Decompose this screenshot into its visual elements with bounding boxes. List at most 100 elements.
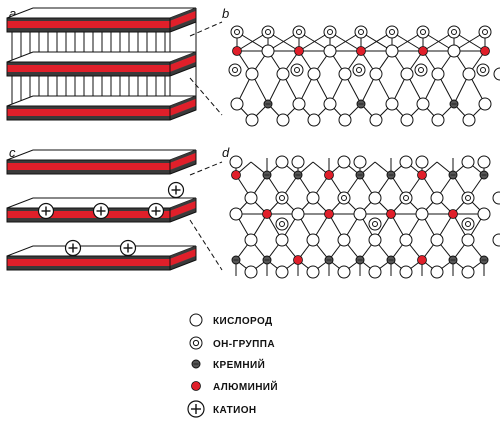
oh-group-atom bbox=[228, 63, 242, 77]
legend: КИСЛОРОД ОН-ГРУППА КРЕМНИЙ АЛЮМИНИЙ bbox=[187, 313, 278, 418]
oh-group-atom bbox=[290, 63, 304, 77]
oxygen-atom bbox=[291, 155, 305, 169]
oxygen-atom bbox=[430, 233, 444, 247]
cation-icon bbox=[147, 202, 165, 220]
oh-group-atom bbox=[292, 25, 306, 39]
oxygen-atom bbox=[431, 67, 445, 81]
oxygen-atom bbox=[306, 265, 320, 279]
legend-item-silicon: КРЕМНИЙ bbox=[191, 358, 265, 371]
oh-group-atom bbox=[230, 25, 244, 39]
oxygen-atom bbox=[399, 265, 413, 279]
legend-label-cation: КАТИОН bbox=[213, 405, 257, 416]
panel-label-c: c bbox=[9, 145, 16, 160]
legend-item-aluminum: АЛЮМИНИЙ bbox=[191, 380, 278, 393]
oxygen-atom bbox=[244, 265, 258, 279]
oxygen-atom bbox=[244, 191, 258, 205]
oxygen-atom bbox=[276, 67, 290, 81]
oxygen-atom bbox=[399, 233, 413, 247]
oxygen-atom bbox=[353, 207, 367, 221]
oxygen-atom bbox=[462, 113, 476, 127]
legend-item-cation: КАТИОН bbox=[187, 400, 257, 418]
oxygen-symbol-icon bbox=[189, 313, 203, 327]
oxygen-atom bbox=[493, 67, 500, 81]
silicon-atom bbox=[479, 170, 489, 180]
legend-item-oh-group: ОН-ГРУППА bbox=[189, 336, 275, 350]
oxygen-atom bbox=[337, 265, 351, 279]
oxygen-atom bbox=[399, 155, 413, 169]
oh-group-atom bbox=[368, 217, 382, 231]
oxygen-atom bbox=[492, 191, 500, 205]
aluminum-atom bbox=[417, 170, 427, 180]
oxygen-atom bbox=[338, 67, 352, 81]
legend-label-oh-group: ОН-ГРУППА bbox=[213, 339, 275, 350]
oxygen-atom bbox=[447, 44, 461, 58]
oh-group-atom bbox=[275, 191, 289, 205]
oxygen-atom bbox=[462, 67, 476, 81]
oxygen-atom bbox=[292, 97, 306, 111]
lattice-b-atoms bbox=[228, 25, 500, 127]
cation-icon bbox=[37, 202, 55, 220]
oxygen-atom bbox=[478, 97, 492, 111]
aluminum-atom bbox=[324, 170, 334, 180]
legend-label-silicon: КРЕМНИЙ bbox=[213, 358, 265, 371]
oxygen-atom bbox=[245, 113, 259, 127]
legend-item-oxygen: КИСЛОРОД bbox=[189, 313, 273, 327]
oxygen-atom bbox=[275, 155, 289, 169]
oxygen-atom bbox=[430, 191, 444, 205]
layer-a-2 bbox=[6, 51, 197, 77]
oh-group-atom bbox=[447, 25, 461, 39]
oxygen-atom bbox=[353, 155, 367, 169]
silicon-symbol-icon bbox=[191, 359, 201, 369]
silicon-atom bbox=[448, 255, 458, 265]
oxygen-atom bbox=[306, 191, 320, 205]
oxygen-atom bbox=[337, 155, 351, 169]
panel-label-a: a bbox=[9, 6, 16, 21]
silicon-atom bbox=[262, 255, 272, 265]
oxygen-atom bbox=[291, 207, 305, 221]
panel-label-b: b bbox=[222, 6, 229, 21]
oh-group-atom bbox=[476, 63, 490, 77]
silicon-atom bbox=[293, 170, 303, 180]
oxygen-atom bbox=[244, 233, 258, 247]
aluminum-atom bbox=[417, 255, 427, 265]
oh-group-atom bbox=[337, 191, 351, 205]
silicon-atom bbox=[263, 99, 273, 109]
lattice-d-atoms bbox=[229, 155, 500, 279]
oxygen-atom bbox=[230, 97, 244, 111]
oxygen-atom bbox=[229, 207, 243, 221]
oxygen-atom bbox=[338, 113, 352, 127]
oxygen-atom bbox=[306, 233, 320, 247]
oh-group-atom bbox=[414, 63, 428, 77]
oh-group-atom bbox=[323, 25, 337, 39]
layer-c-3 bbox=[6, 245, 197, 271]
oh-group-atom bbox=[416, 25, 430, 39]
oxygen-atom bbox=[431, 113, 445, 127]
oxygen-atom bbox=[368, 191, 382, 205]
aluminum-symbol-icon bbox=[191, 381, 201, 391]
oxygen-atom bbox=[368, 265, 382, 279]
silicon-atom bbox=[449, 99, 459, 109]
oh-group-atom bbox=[478, 25, 492, 39]
aluminum-atom bbox=[356, 46, 366, 56]
aluminum-atom bbox=[448, 209, 458, 219]
oxygen-atom bbox=[369, 67, 383, 81]
oh-group-atom bbox=[461, 217, 475, 231]
oxygen-atom bbox=[477, 155, 491, 169]
oxygen-atom bbox=[461, 265, 475, 279]
layer-stack-c bbox=[6, 149, 197, 271]
oxygen-atom bbox=[368, 233, 382, 247]
aluminum-atom bbox=[293, 255, 303, 265]
oxygen-atom bbox=[416, 97, 430, 111]
oxygen-atom bbox=[323, 97, 337, 111]
oxygen-atom bbox=[245, 67, 259, 81]
cation-icon bbox=[92, 202, 110, 220]
legend-label-oxygen: КИСЛОРОД bbox=[213, 316, 273, 327]
silicon-atom bbox=[324, 255, 334, 265]
silicon-atom bbox=[262, 170, 272, 180]
oxygen-atom bbox=[461, 233, 475, 247]
silicon-atom bbox=[479, 255, 489, 265]
aluminum-atom bbox=[480, 46, 490, 56]
oxygen-atom bbox=[275, 265, 289, 279]
cation-icon bbox=[167, 181, 185, 199]
